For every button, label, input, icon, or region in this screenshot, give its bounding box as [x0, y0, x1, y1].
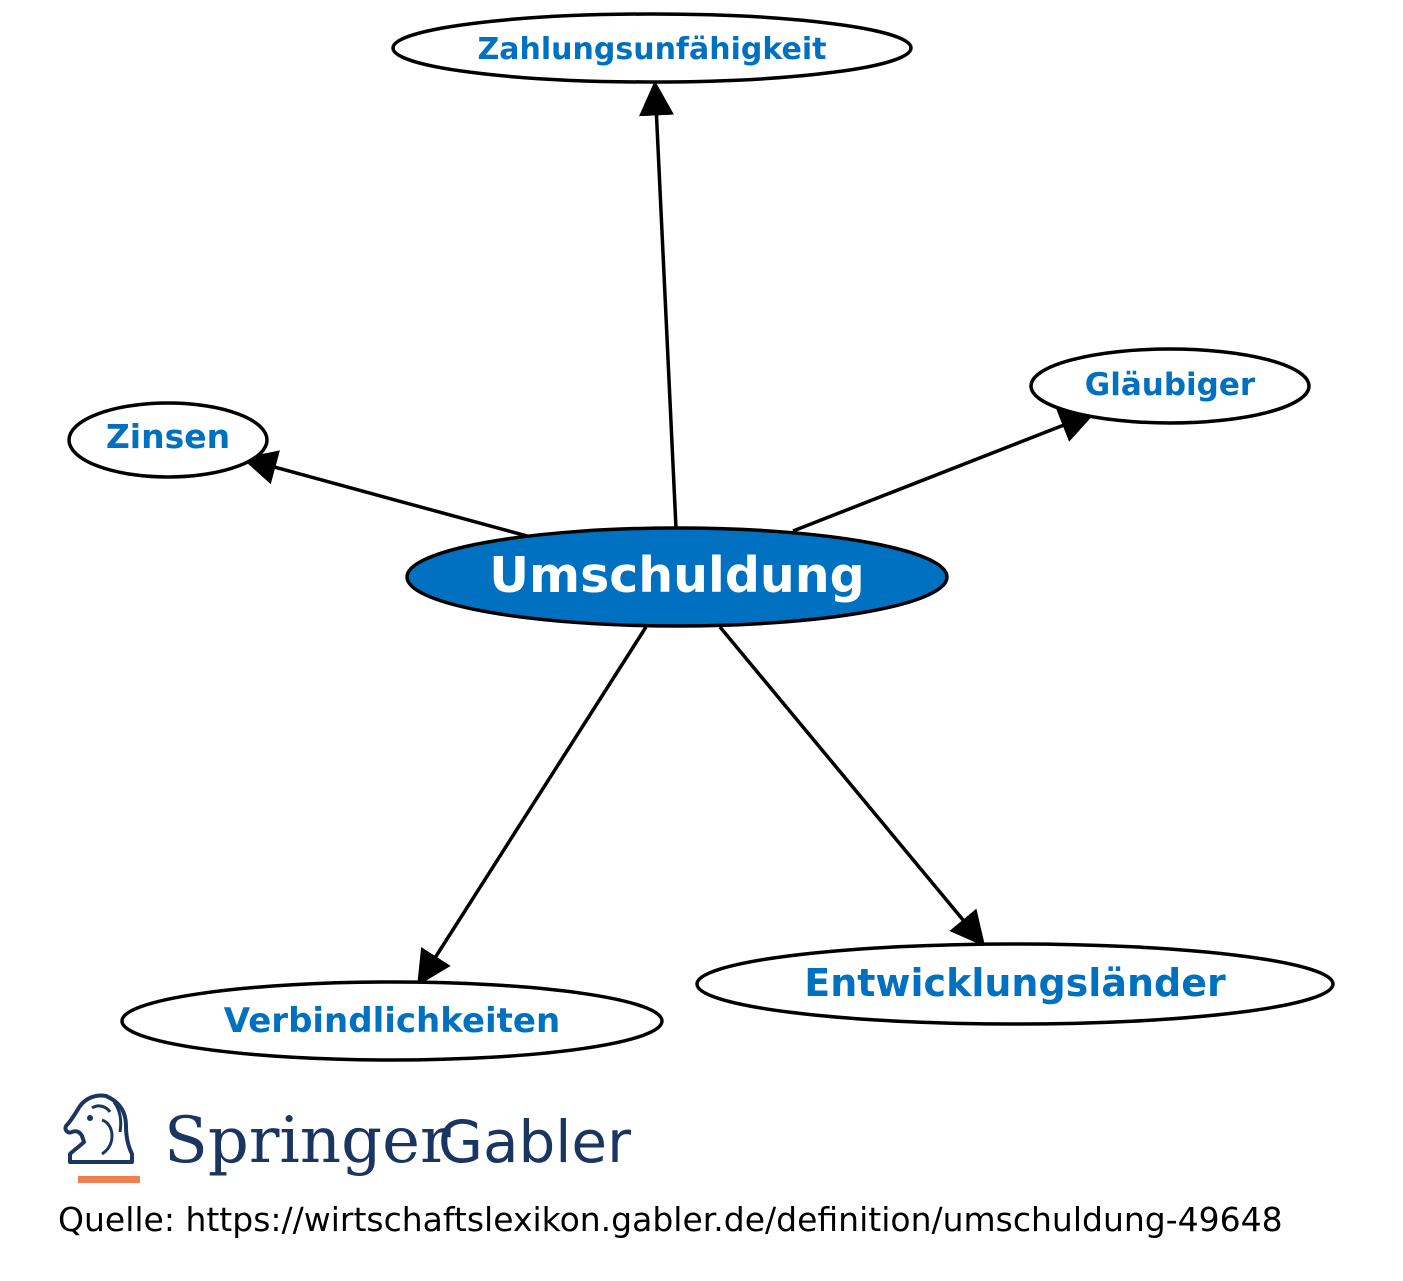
- logo-brand: Springer: [164, 1104, 451, 1178]
- edge-to-zinsen: [241, 450, 528, 538]
- edge-to-glaeubiger: [792, 409, 1096, 533]
- node-label: Gläubiger: [1085, 367, 1256, 403]
- edge-to-entwicklungslaender: [718, 625, 986, 947]
- node-glaeubiger[interactable]: Gläubiger: [1029, 347, 1311, 425]
- node-label: Entwicklungsländer: [804, 961, 1226, 1005]
- node-verbindlichkeiten[interactable]: Verbindlichkeiten: [120, 980, 664, 1062]
- knight-horse-icon: [63, 1093, 140, 1183]
- node-zinsen[interactable]: Zinsen: [67, 401, 269, 479]
- node-label: Zahlungsunfähigkeit: [478, 32, 827, 67]
- source-label: Quelle:: [58, 1200, 175, 1239]
- edge-to-zahlungsunfaehigkeit: [639, 80, 678, 529]
- node-zahlungsunfaehigkeit[interactable]: Zahlungsunfähigkeit: [391, 12, 913, 84]
- node-entwicklungslaender[interactable]: Entwicklungsländer: [695, 942, 1335, 1026]
- center-label: Umschuldung: [489, 547, 865, 604]
- concept-map: Zahlungsunfähigkeit Zinsen Gläubiger Ver…: [63, 12, 1335, 1183]
- node-label: Verbindlichkeiten: [224, 1001, 560, 1041]
- node-label: Zinsen: [106, 417, 230, 456]
- edge-to-verbindlichkeiten: [417, 626, 648, 986]
- source-line: Quelle: https://wirtschaftslexikon.gable…: [58, 1200, 1283, 1239]
- springer-gabler-logo: Springer Gabler: [63, 1093, 631, 1183]
- source-url[interactable]: https://wirtschaftslexikon.gabler.de/def…: [185, 1200, 1283, 1239]
- node-umschuldung[interactable]: Umschuldung: [405, 526, 949, 628]
- logo-imprint: Gabler: [438, 1108, 631, 1176]
